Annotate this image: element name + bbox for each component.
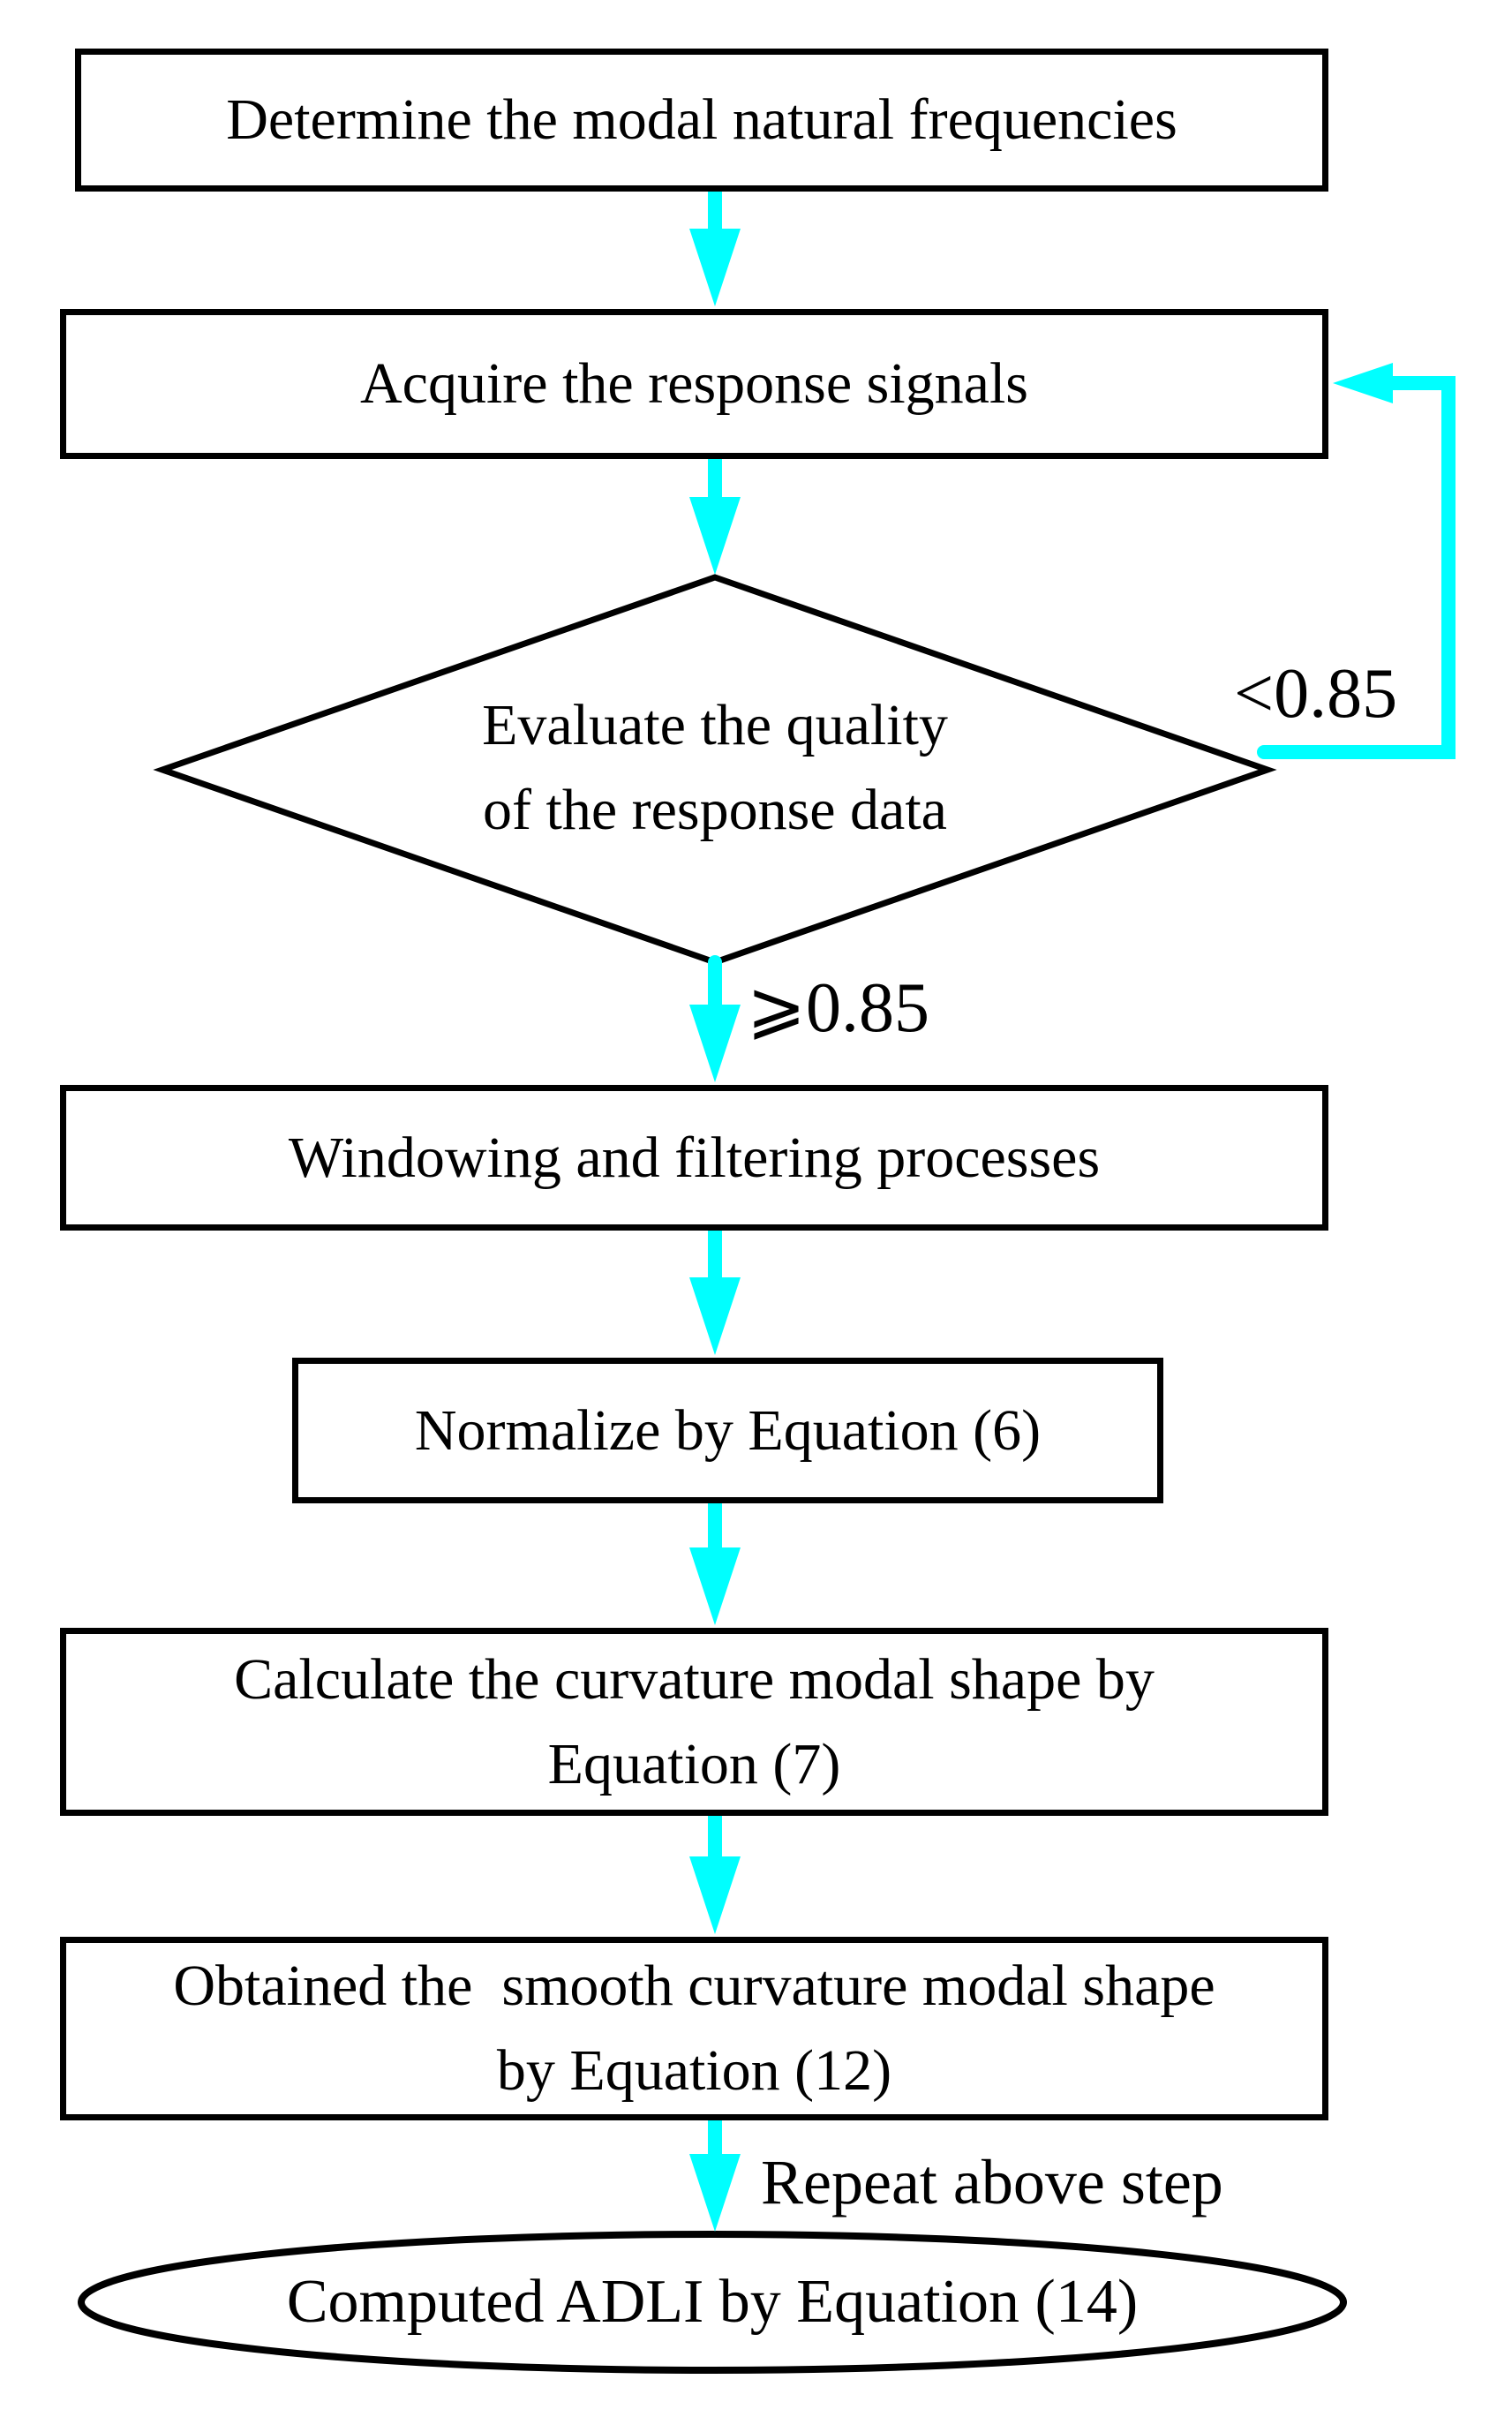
node-smooth-curvature: Obtained the smooth curvature modal shap… (60, 1937, 1328, 2120)
repeat-step-note: Repeat above step (761, 2147, 1223, 2217)
node-computed-adli-label: Computed ADLI by Equation (14) (286, 2268, 1139, 2336)
feedback-loop-arrow (1257, 363, 1456, 759)
arrowhead-icon (689, 1005, 741, 1082)
flow-arrow-determine-to-acquire (689, 184, 741, 306)
node-evaluate-quality-label-line2: of the response data (483, 778, 947, 842)
node-smooth-curvature-label-line2: by Equation (12) (496, 2038, 892, 2103)
node-calculate-curvature-label-line2: Equation (7) (547, 1731, 841, 1796)
arrowhead-icon (689, 2154, 741, 2232)
node-acquire-signals-label: Acquire the response signals (360, 351, 1028, 416)
edge-label-above-threshold: ⩾0.85 (747, 969, 930, 1047)
node-windowing-filtering: Windowing and filtering processes (60, 1085, 1328, 1231)
node-normalize: Normalize by Equation (6) (292, 1358, 1163, 1503)
node-evaluate-quality-label-line1: Evaluate the quality (482, 693, 948, 757)
node-determine-frequencies: Determine the modal natural frequencies (75, 49, 1328, 192)
flow-arrow-normalize-to-curvature (689, 1496, 741, 1625)
flow-arrow-curvature-to-smooth (689, 1809, 741, 1934)
arrowhead-icon (689, 1856, 741, 1934)
terminal-ellipse (78, 2231, 1347, 2374)
arrowhead-icon (689, 497, 741, 575)
node-evaluate-quality: Evaluate the quality of the response dat… (274, 680, 1156, 856)
edge-label-below-threshold: <0.85 (1234, 655, 1398, 733)
flow-arrow-evaluate-to-windowing (689, 955, 741, 1082)
node-calculate-curvature-label-line1: Calculate the curvature modal shape by (234, 1646, 1155, 1712)
node-calculate-curvature: Calculate the curvature modal shape by E… (60, 1628, 1328, 1816)
feedback-loop-arrowhead-icon (1333, 363, 1393, 403)
arrowhead-icon (689, 1547, 741, 1625)
arrowhead-icon (689, 229, 741, 306)
flow-arrow-smooth-to-adli (689, 2113, 741, 2232)
flow-arrow-acquire-to-evaluate (689, 452, 741, 575)
node-acquire-signals: Acquire the response signals (60, 309, 1328, 459)
flow-arrow-windowing-to-normalize (689, 1224, 741, 1355)
feedback-loop-line (1257, 376, 1456, 759)
node-determine-frequencies-label: Determine the modal natural frequencies (226, 87, 1177, 152)
node-normalize-label: Normalize by Equation (6) (414, 1397, 1042, 1463)
node-smooth-curvature-label-line1: Obtained the smooth curvature modal shap… (173, 1954, 1215, 2018)
arrowhead-icon (689, 1277, 741, 1355)
node-windowing-filtering-label: Windowing and filtering processes (288, 1125, 1101, 1190)
node-computed-adli: Computed ADLI by Equation (14) (81, 2262, 1343, 2343)
